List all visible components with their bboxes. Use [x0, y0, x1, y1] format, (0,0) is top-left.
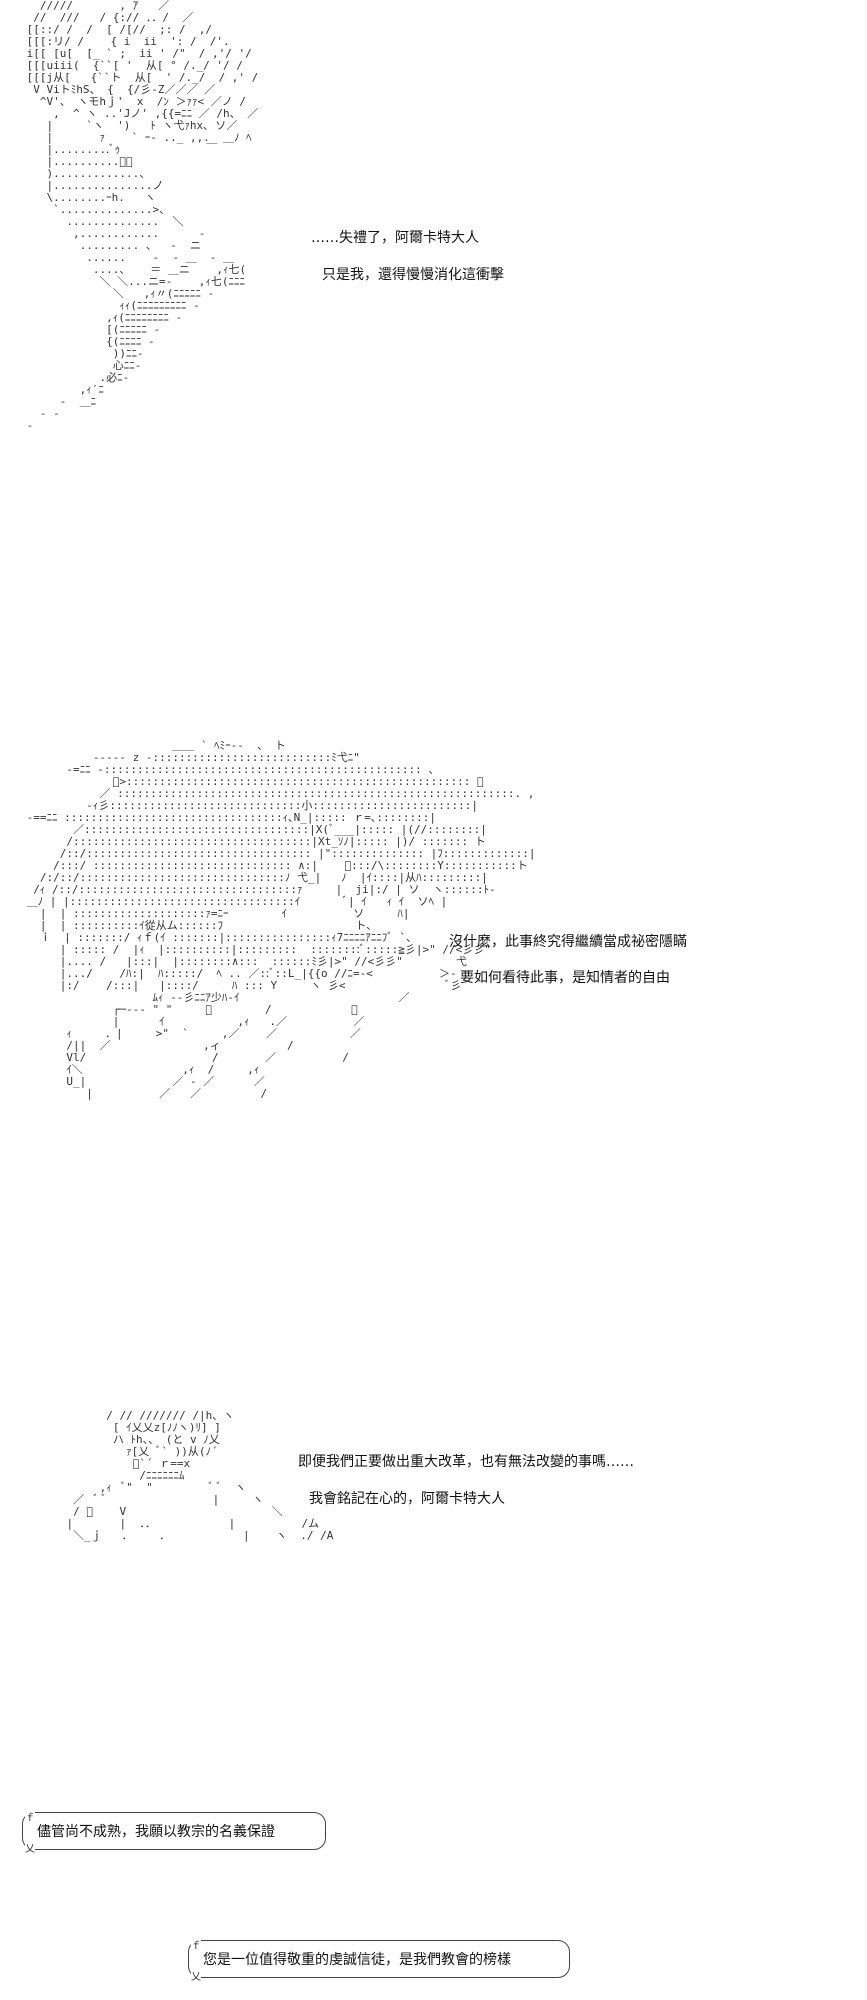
dialogue-line: ……失禮了，阿爾卡特大人 — [311, 230, 479, 246]
bubble-tail-mark: 乂 — [25, 1840, 35, 1855]
ascii-art-figure-3: / // /////// /|h、ヽ [ ｲ乂乂z[ﾉﾉヽ)ﾘ] ] ハ ﾄh、… — [66, 1409, 334, 1542]
ascii-art-figure-2: ＿＿ ` ﾍﾐｰ‐‐ 、 ト ‐‐‐‐‐ z -::::::::::::::::… — [26, 739, 536, 1100]
panel-2: ＿＿ ` ﾍﾐｰ‐‐ 、 ト ‐‐‐‐‐ z -::::::::::::::::… — [0, 740, 867, 1240]
bubble-tail-mark: 乂 — [191, 1968, 201, 1983]
bubble-tail-mark: ｆ — [25, 1809, 35, 1824]
bubble-text: 儘管尚不成熟，我願以教宗的名義保證 — [37, 1824, 275, 1840]
bubble-tail-mark: ｆ — [191, 1937, 201, 1952]
dialogue-line: 只是我，還得慢慢消化這衝擊 — [322, 267, 504, 283]
dialogue-line: 沒什麼，此事終究得繼續當成祕密隱瞞 — [449, 934, 687, 950]
ascii-art-figure-1: ///// , ｱ ／ // /// / {:// ．．/ ／ [[::/ / … — [26, 0, 259, 432]
dialogue-line: 我會銘記在心的，阿爾卡特大人 — [309, 1491, 505, 1507]
dialogue-line: 即便我們正要做出重大改革，也有無法改變的事嗎…… — [298, 1454, 634, 1470]
speech-bubble: ｆ 儘管尚不成熟，我願以教宗的名義保證 乂 — [22, 1809, 326, 1855]
speech-bubble: ｆ 您是一位值得敬重的虔誠信徒，是我們教會的榜樣 乂 — [188, 1937, 570, 1983]
panel-1: ///// , ｱ ／ // /// / {:// ．．/ ／ [[::/ / … — [0, 0, 867, 560]
bubble-text: 您是一位值得敬重的虔誠信徒，是我們教會的榜樣 — [203, 1952, 511, 1968]
dialogue-line: 要如何看待此事，是知情者的自由 — [460, 970, 670, 986]
panel-3: / // /////// /|h、ヽ [ ｲ乂乂z[ﾉﾉヽ)ﾘ] ] ハ ﾄh、… — [0, 1410, 867, 1640]
